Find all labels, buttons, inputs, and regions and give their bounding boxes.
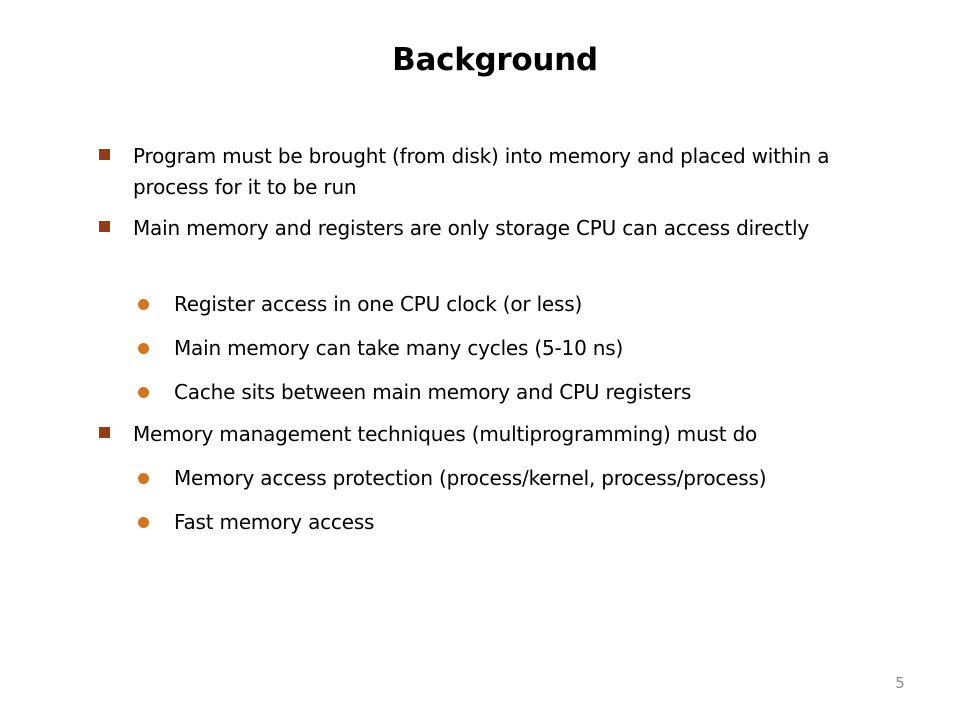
bullet-item: Fast memory access [138,507,874,538]
dot-bullet-icon [138,387,149,398]
square-bullet-icon [99,221,110,232]
bullet-text: Cache sits between main memory and CPU r… [174,380,692,404]
bullet-item: Main memory and registers are only stora… [99,213,833,244]
page-number: 5 [895,674,905,692]
dot-bullet-icon [138,343,149,354]
bullet-item: Main memory can take many cycles (5-10 n… [138,333,874,364]
dot-bullet-icon [138,473,149,484]
bullet-item: Memory access protection (process/kernel… [138,463,934,494]
bullet-item: Memory management techniques (multiprogr… [99,419,893,450]
square-bullet-icon [99,149,110,160]
dot-bullet-icon [138,517,149,528]
dot-bullet-icon [138,299,149,310]
slide-title: Background [392,42,598,78]
bullet-text: Register access in one CPU clock (or les… [174,292,583,316]
bullet-item: Register access in one CPU clock (or les… [138,289,874,320]
bullet-text: Memory access protection (process/kernel… [174,466,767,490]
bullet-item: Cache sits between main memory and CPU r… [138,377,874,408]
bullet-text: Fast memory access [174,510,375,534]
bullet-text: Main memory and registers are only stora… [133,216,810,240]
bullet-text: Memory management techniques (multiprogr… [133,422,758,446]
square-bullet-icon [99,427,110,438]
bullet-item: Program must be brought (from disk) into… [99,141,833,203]
bullet-text: Program must be brought (from disk) into… [133,144,830,199]
bullet-text: Main memory can take many cycles (5-10 n… [174,336,624,360]
